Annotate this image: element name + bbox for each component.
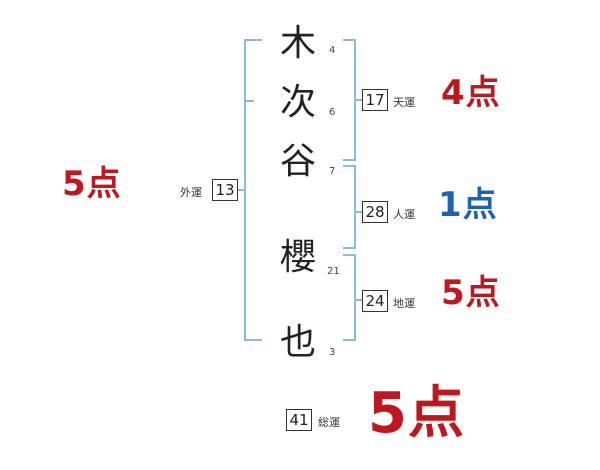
name-char-4: 櫻 [279, 237, 316, 278]
tenkaku-value-box: 17 [362, 89, 388, 111]
stroke-count-2: 6 [329, 107, 336, 118]
stroke-count-3: 7 [329, 166, 336, 177]
gaikaku-value-box: 13 [212, 179, 238, 201]
chikaku-bracket [343, 254, 356, 341]
name-char-3: 谷 [279, 141, 316, 182]
chikaku-value-box: 24 [362, 290, 388, 312]
tenkaku-bracket [343, 39, 356, 161]
stroke-count-4: 21 [327, 266, 340, 277]
soukaku-value-box: 41 [286, 409, 312, 431]
gaikaku-score: 5点 [62, 164, 122, 204]
name-char-1: 木 [279, 23, 316, 64]
jinkaku-value-box: 28 [362, 201, 388, 223]
chikaku-label: 地運 [393, 297, 415, 310]
soukaku-label: 総運 [318, 416, 340, 429]
name-char-2: 次 [279, 82, 316, 123]
chikaku-score: 5点 [441, 273, 501, 313]
jinkaku-label: 人運 [393, 208, 415, 221]
outer-bracket [244, 39, 262, 341]
jinkaku-bracket [343, 165, 356, 249]
jinkaku-score: 1点 [438, 185, 498, 225]
stroke-count-1: 4 [329, 45, 336, 56]
tenkaku-label: 天運 [393, 96, 415, 109]
name-char-5: 也 [279, 322, 316, 363]
stroke-count-5: 3 [329, 347, 336, 358]
tenkaku-score: 4点 [441, 73, 501, 113]
soukaku-score: 5点 [368, 381, 465, 446]
gaikaku-label: 外運 [180, 186, 202, 199]
